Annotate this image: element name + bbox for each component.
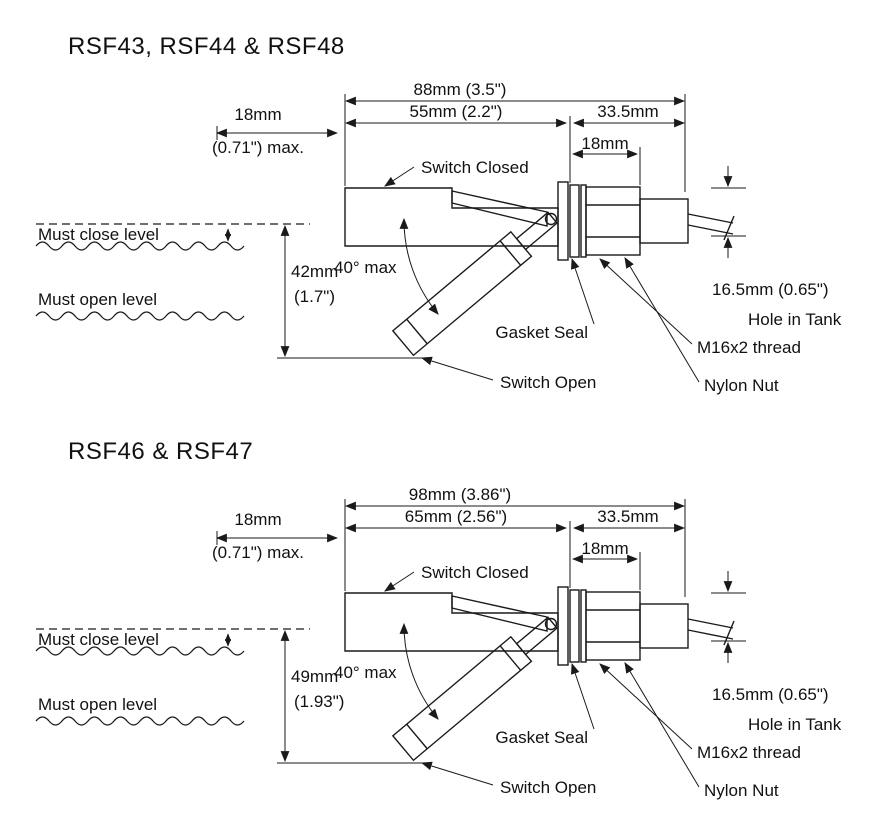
thread-label: M16x2 thread [697, 338, 801, 357]
angle-max-label: 40° max [334, 258, 397, 277]
left-dim-value: 18mm [234, 105, 281, 124]
gasket-seal-label: Gasket Seal [495, 323, 588, 342]
left-dim-max: (0.71") max. [212, 543, 304, 562]
right-length-dim: 33.5mm [597, 102, 658, 121]
vertical-dim-value: 42mm [291, 262, 338, 281]
thread-label: M16x2 thread [697, 743, 801, 762]
switch-open-label: Switch Open [500, 778, 596, 797]
must-open-level-label: Must open level [38, 290, 157, 309]
nylon-nut-label: Nylon Nut [704, 376, 779, 395]
gasket-seal-label: Gasket Seal [495, 728, 588, 747]
body-length-dim: 55mm (2.2") [410, 102, 503, 121]
diagram-rsf43-44-48: RSF43, RSF44 & RSF48 88mm (3.5") 55mm (2… [0, 33, 842, 395]
switch-closed-label: Switch Closed [421, 563, 529, 582]
left-dim-max: (0.71") max. [212, 138, 304, 157]
vertical-dim-value: 49mm [291, 667, 338, 686]
overall-length-dim: 98mm (3.86") [409, 485, 511, 504]
overall-length-dim: 88mm (3.5") [414, 80, 507, 99]
left-dim-value: 18mm [234, 510, 281, 529]
must-close-level-label: Must close level [38, 630, 159, 649]
must-close-level-label: Must close level [38, 225, 159, 244]
body-length-dim: 65mm (2.56") [405, 507, 507, 526]
hole-in-tank-label: Hole in Tank [748, 715, 842, 734]
hole-size-label: 16.5mm (0.65") [712, 685, 829, 704]
switch-closed-label: Switch Closed [421, 158, 529, 177]
diagram-rsf46-47: RSF46 & RSF47 98mm (3.86") 65mm (2.56") … [0, 438, 842, 800]
inner-length-dim: 18mm [581, 134, 628, 153]
right-length-dim: 33.5mm [597, 507, 658, 526]
diagram-title: RSF43, RSF44 & RSF48 [68, 33, 345, 60]
nylon-nut-label: Nylon Nut [704, 781, 779, 800]
vertical-dim-inches: (1.7") [294, 287, 335, 306]
inner-length-dim: 18mm [581, 539, 628, 558]
angle-max-label: 40° max [334, 663, 397, 682]
diagram-title: RSF46 & RSF47 [68, 438, 253, 465]
must-open-level-label: Must open level [38, 695, 157, 714]
switch-open-label: Switch Open [500, 373, 596, 392]
hole-in-tank-label: Hole in Tank [748, 310, 842, 329]
hole-size-label: 16.5mm (0.65") [712, 280, 829, 299]
vertical-dim-inches: (1.93") [294, 692, 344, 711]
